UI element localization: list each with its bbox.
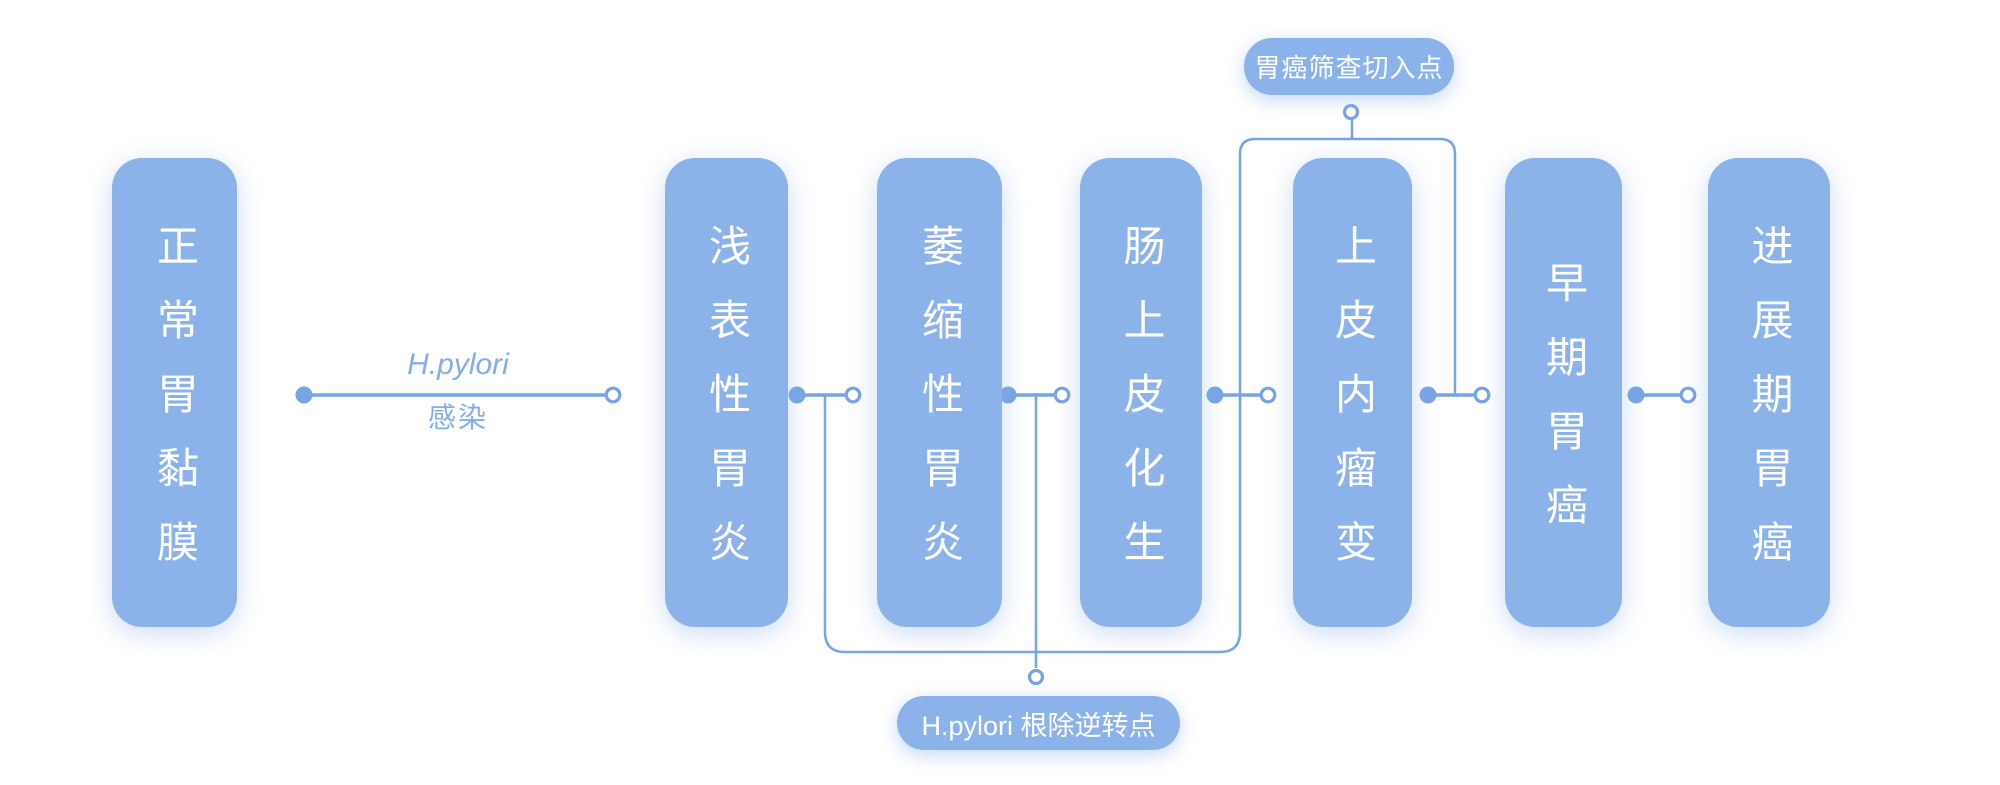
stage-early-gastric-cancer: 早期胃癌 <box>1505 158 1622 627</box>
eradication-bracket <box>823 395 1242 654</box>
screening-bracket <box>1238 137 1457 395</box>
connector-1-start-dot <box>295 386 313 404</box>
stage-advanced-gastric-cancer: 进展期胃癌 <box>1708 158 1830 627</box>
stage-label: 上皮内瘤变 <box>1329 223 1377 594</box>
connector-4-start-dot <box>1206 386 1224 404</box>
connector-4-end-ring <box>1259 386 1277 404</box>
connector-5-end-ring <box>1473 386 1491 404</box>
eradication-stem-ring <box>1027 668 1045 686</box>
stage-label: 浅表性胃炎 <box>703 223 751 594</box>
connector-3-end-ring <box>1053 386 1071 404</box>
connector-2-start-dot <box>788 386 806 404</box>
stage-label: 早期胃癌 <box>1540 260 1588 557</box>
eradication-reversal-annotation-label: H.pylori 根除逆转点 <box>921 710 1156 741</box>
stage-intestinal-metaplasia: 肠上皮化生 <box>1080 158 1202 627</box>
connector-6-end-ring <box>1679 386 1697 404</box>
connector-6-start-dot <box>1627 386 1645 404</box>
stage-intraepithelial-neoplasia: 上皮内瘤变 <box>1293 158 1412 627</box>
connector-1-end-ring <box>604 386 622 404</box>
stage-label: 肠上皮化生 <box>1118 223 1165 594</box>
screening-stem-ring <box>1342 103 1360 121</box>
stage-label: 萎缩性胃炎 <box>916 223 964 594</box>
connector-3-start-dot <box>999 386 1017 404</box>
stage-superficial-gastritis: 浅表性胃炎 <box>665 158 788 627</box>
stage-label: 进展期胃癌 <box>1746 223 1793 594</box>
eradication-reversal-annotation: H.pylori 根除逆转点 <box>897 696 1180 750</box>
connector-5-start-dot <box>1419 386 1437 404</box>
connector-2-end-ring <box>844 386 862 404</box>
screening-entry-annotation: 胃癌筛查切入点 <box>1244 38 1454 95</box>
stage-atrophic-gastritis: 萎缩性胃炎 <box>877 158 1002 627</box>
stage-normal-gastric-mucosa: 正常胃黏膜 <box>112 158 237 627</box>
stage-label: 正常胃黏膜 <box>151 223 199 594</box>
screening-entry-annotation-label: 胃癌筛查切入点 <box>1254 53 1444 83</box>
